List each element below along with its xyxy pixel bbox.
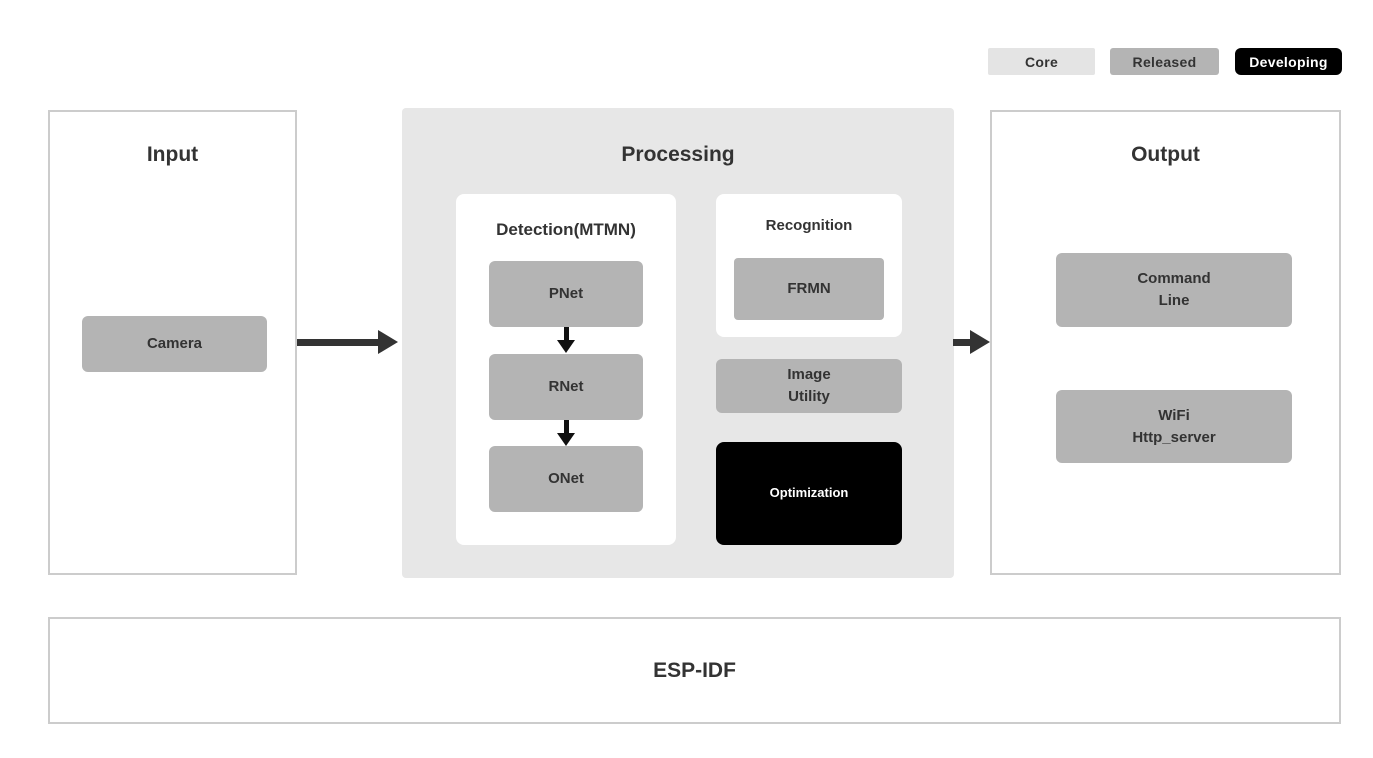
frmn-node-label: FRMN <box>787 280 831 298</box>
esp-idf-panel: ESP-IDF <box>48 617 1341 724</box>
legend-badge-released: Released <box>1110 48 1219 75</box>
pnet-node-label: PNet <box>548 285 584 303</box>
arrow-right-head-icon <box>378 330 398 354</box>
legend-badge-core: Core <box>988 48 1095 75</box>
detection-subpanel: Detection(MTMN) PNet RNet ONet <box>456 194 676 545</box>
arrow-down-head-icon <box>557 433 575 446</box>
optimization-node-label: Optimization <box>769 485 849 501</box>
image-utility-node: Image Utility <box>716 359 902 413</box>
pnet-node: PNet <box>489 261 643 327</box>
detection-subpanel-title: Detection(MTMN) <box>496 220 636 239</box>
arrow-down-head-icon <box>557 340 575 353</box>
output-panel: Output Command Line WiFi Http_server <box>990 110 1341 575</box>
input-panel: Input Camera <box>48 110 297 575</box>
arrow-down-icon <box>564 327 569 341</box>
arrow-right-head-icon <box>970 330 990 354</box>
recognition-subpanel-title: Recognition <box>765 217 853 234</box>
onet-node-label: ONet <box>548 470 584 488</box>
optimization-node: Optimization <box>716 442 902 545</box>
onet-node: ONet <box>489 446 643 512</box>
wifi-http-server-node-label: WiFi Http_server <box>1132 406 1216 446</box>
frmn-node: FRMN <box>734 258 884 320</box>
legend-released-label: Released <box>1132 53 1197 70</box>
esp-idf-panel-title: ESP-IDF <box>653 658 736 682</box>
legend-core-label: Core <box>1024 53 1059 70</box>
rnet-node-label: RNet <box>548 378 584 396</box>
image-utility-node-label: Image Utility <box>787 366 831 405</box>
camera-node: Camera <box>82 316 267 372</box>
legend-badge-developing: Developing <box>1235 48 1342 75</box>
arrow-right-icon <box>953 339 971 346</box>
wifi-http-server-node: WiFi Http_server <box>1056 390 1292 463</box>
output-panel-title: Output <box>1131 143 1200 166</box>
input-panel-title: Input <box>146 143 199 166</box>
arrow-right-icon <box>297 339 379 346</box>
camera-node-label: Camera <box>146 335 203 353</box>
recognition-subpanel: Recognition FRMN <box>716 194 902 337</box>
rnet-node: RNet <box>489 354 643 420</box>
arrow-down-icon <box>564 420 569 434</box>
legend-developing-label: Developing <box>1249 53 1328 70</box>
command-line-node-label: Command Line <box>1137 270 1211 309</box>
processing-panel: Processing Detection(MTMN) PNet RNet ONe… <box>402 108 954 578</box>
command-line-node: Command Line <box>1056 253 1292 327</box>
processing-panel-title: Processing <box>621 143 735 166</box>
